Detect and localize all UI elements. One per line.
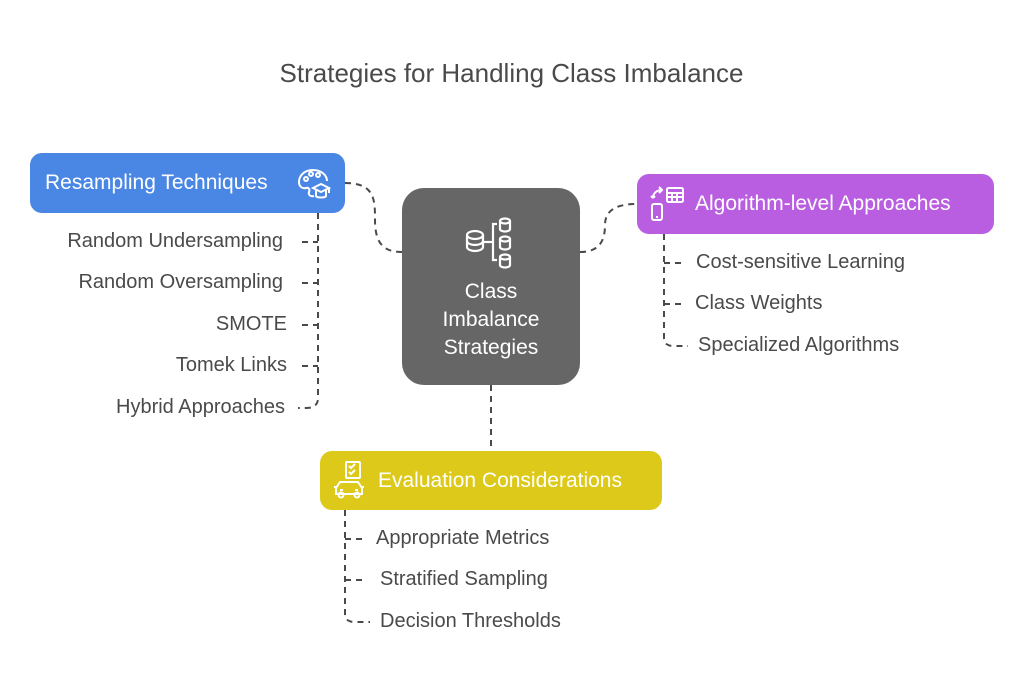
leaf-hybrid-approaches[interactable]: Hybrid Approaches <box>116 396 285 418</box>
leaf-appropriate-metrics[interactable]: Appropriate Metrics <box>376 527 550 549</box>
central-topic-line-2: Imbalance <box>442 308 540 331</box>
leaf-decision-thresholds[interactable]: Decision Thresholds <box>380 610 561 632</box>
leaf-cost-sensitive-learning[interactable]: Cost-sensitive Learning <box>696 251 905 273</box>
leaf-smote[interactable]: SMOTE <box>215 313 287 335</box>
mobile-calculator-sync-icon <box>649 186 685 222</box>
connector-center-resampling <box>344 182 403 253</box>
leaf-random-oversampling[interactable]: Random Oversampling <box>78 271 283 293</box>
branch-label-resampling: Resampling Techniques <box>45 171 268 194</box>
connector-algorithm-spine <box>663 234 688 347</box>
leaf-tomek-links[interactable]: Tomek Links <box>175 354 287 376</box>
diagram-title: Strategies for Handling Class Imbalance <box>279 58 744 88</box>
central-topic-line-1: Class <box>464 280 518 303</box>
database-hierarchy-icon <box>463 214 519 270</box>
leaf-random-undersampling[interactable]: Random Undersampling <box>67 230 283 252</box>
palette-graduation-cap-icon <box>297 167 331 201</box>
branch-node-algorithm[interactable]: Algorithm-level Approaches <box>637 174 994 234</box>
branch-node-evaluation[interactable]: Evaluation Considerations <box>320 451 662 510</box>
leaf-stratified-sampling[interactable]: Stratified Sampling <box>380 568 548 590</box>
central-topic-node[interactable]: Class Imbalance Strategies <box>402 188 580 385</box>
branch-label-evaluation: Evaluation Considerations <box>378 468 622 492</box>
connector-center-algorithm <box>579 203 638 253</box>
central-topic-line-3: Strategies <box>443 336 539 359</box>
central-topic-label: Class Imbalance Strategies <box>443 278 540 362</box>
connector-evaluation-spine <box>344 510 370 623</box>
branch-node-resampling[interactable]: Resampling Techniques <box>30 153 345 213</box>
branch-label-algorithm: Algorithm-level Approaches <box>695 192 951 215</box>
leaf-class-weights[interactable]: Class Weights <box>695 292 823 314</box>
car-checklist-icon <box>332 460 370 500</box>
leaf-specialized-algorithms[interactable]: Specialized Algorithms <box>698 334 900 356</box>
connector-resampling-spine <box>298 213 319 409</box>
